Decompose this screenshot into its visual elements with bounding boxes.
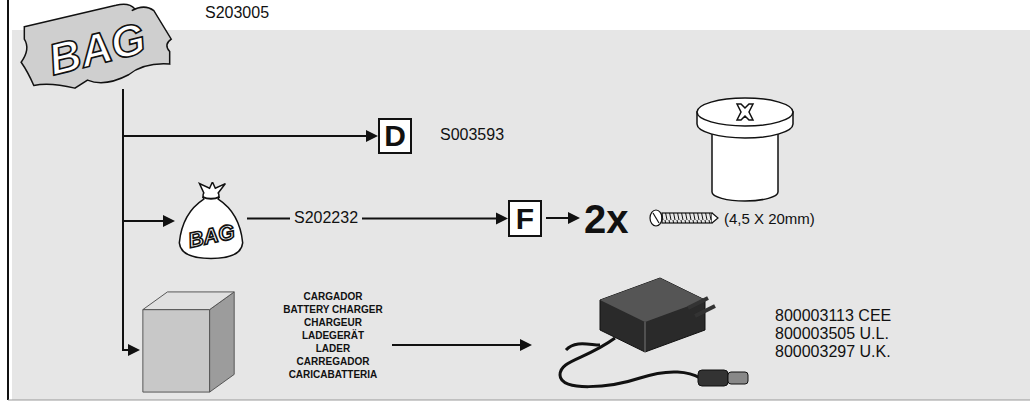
- bag-icon: BAG: [175, 182, 247, 260]
- charger-name: CARGADOR: [258, 290, 408, 303]
- connector: [123, 89, 175, 227]
- connector-line: [123, 89, 368, 136]
- charger-carton: [140, 288, 240, 396]
- connector: [123, 89, 378, 142]
- letter-box: D: [378, 118, 412, 154]
- carton-top: [143, 292, 234, 310]
- bag-shape: [179, 182, 242, 258]
- connector-line: [123, 89, 165, 221]
- arrowhead: [496, 213, 508, 225]
- letter-box: F: [508, 200, 542, 237]
- cap-plug: [697, 98, 793, 201]
- charger-name: CARICABATTERIA: [258, 368, 408, 381]
- connector-line: [247, 218, 498, 220]
- charger: [560, 278, 748, 387]
- bag-icon: BAG: [18, 0, 176, 89]
- charger-box: CARGADORBATTERY CHARGERCHARGEURLADEGERÄT…: [140, 288, 412, 396]
- connector: [247, 213, 508, 225]
- gray-panel: [12, 30, 1030, 400]
- part-number: 800003113 CEE: [775, 307, 891, 325]
- leader-arrow: [546, 212, 580, 224]
- arrowhead: [366, 130, 378, 142]
- charger-names: CARGADORBATTERY CHARGERCHARGEURLADEGERÄT…: [258, 290, 408, 381]
- connector: [123, 89, 140, 356]
- part-number: 800003505 U.L.: [775, 325, 889, 343]
- bag-tie: [202, 197, 219, 199]
- arrowhead: [163, 215, 175, 227]
- part-number: 800003297 U.K.: [775, 343, 891, 361]
- charger-name: CARREGADOR: [258, 355, 408, 368]
- bag-shape: [21, 4, 171, 88]
- charger-name: BATTERY CHARGER: [258, 303, 408, 316]
- dimension: (4,5 X 20mm): [724, 210, 815, 227]
- frame-line: [7, 0, 9, 400]
- box-letter: D: [384, 121, 406, 151]
- part-number: S003593: [440, 126, 504, 144]
- arrowhead: [128, 344, 140, 356]
- connector-line: [123, 89, 130, 350]
- part-number: S203005: [205, 4, 269, 22]
- carton-front: [143, 310, 210, 392]
- charger-name: LADER: [258, 342, 408, 355]
- charger-name: LADEGERÄT: [258, 329, 408, 342]
- charger-name: CHARGEUR: [258, 316, 408, 329]
- box-letter: F: [516, 204, 534, 234]
- quantity: 2x: [584, 196, 629, 242]
- leader-arrow: [392, 339, 532, 351]
- screw: [650, 210, 718, 226]
- frame-line: [8, 400, 1030, 401]
- part-number: S202232: [290, 209, 362, 227]
